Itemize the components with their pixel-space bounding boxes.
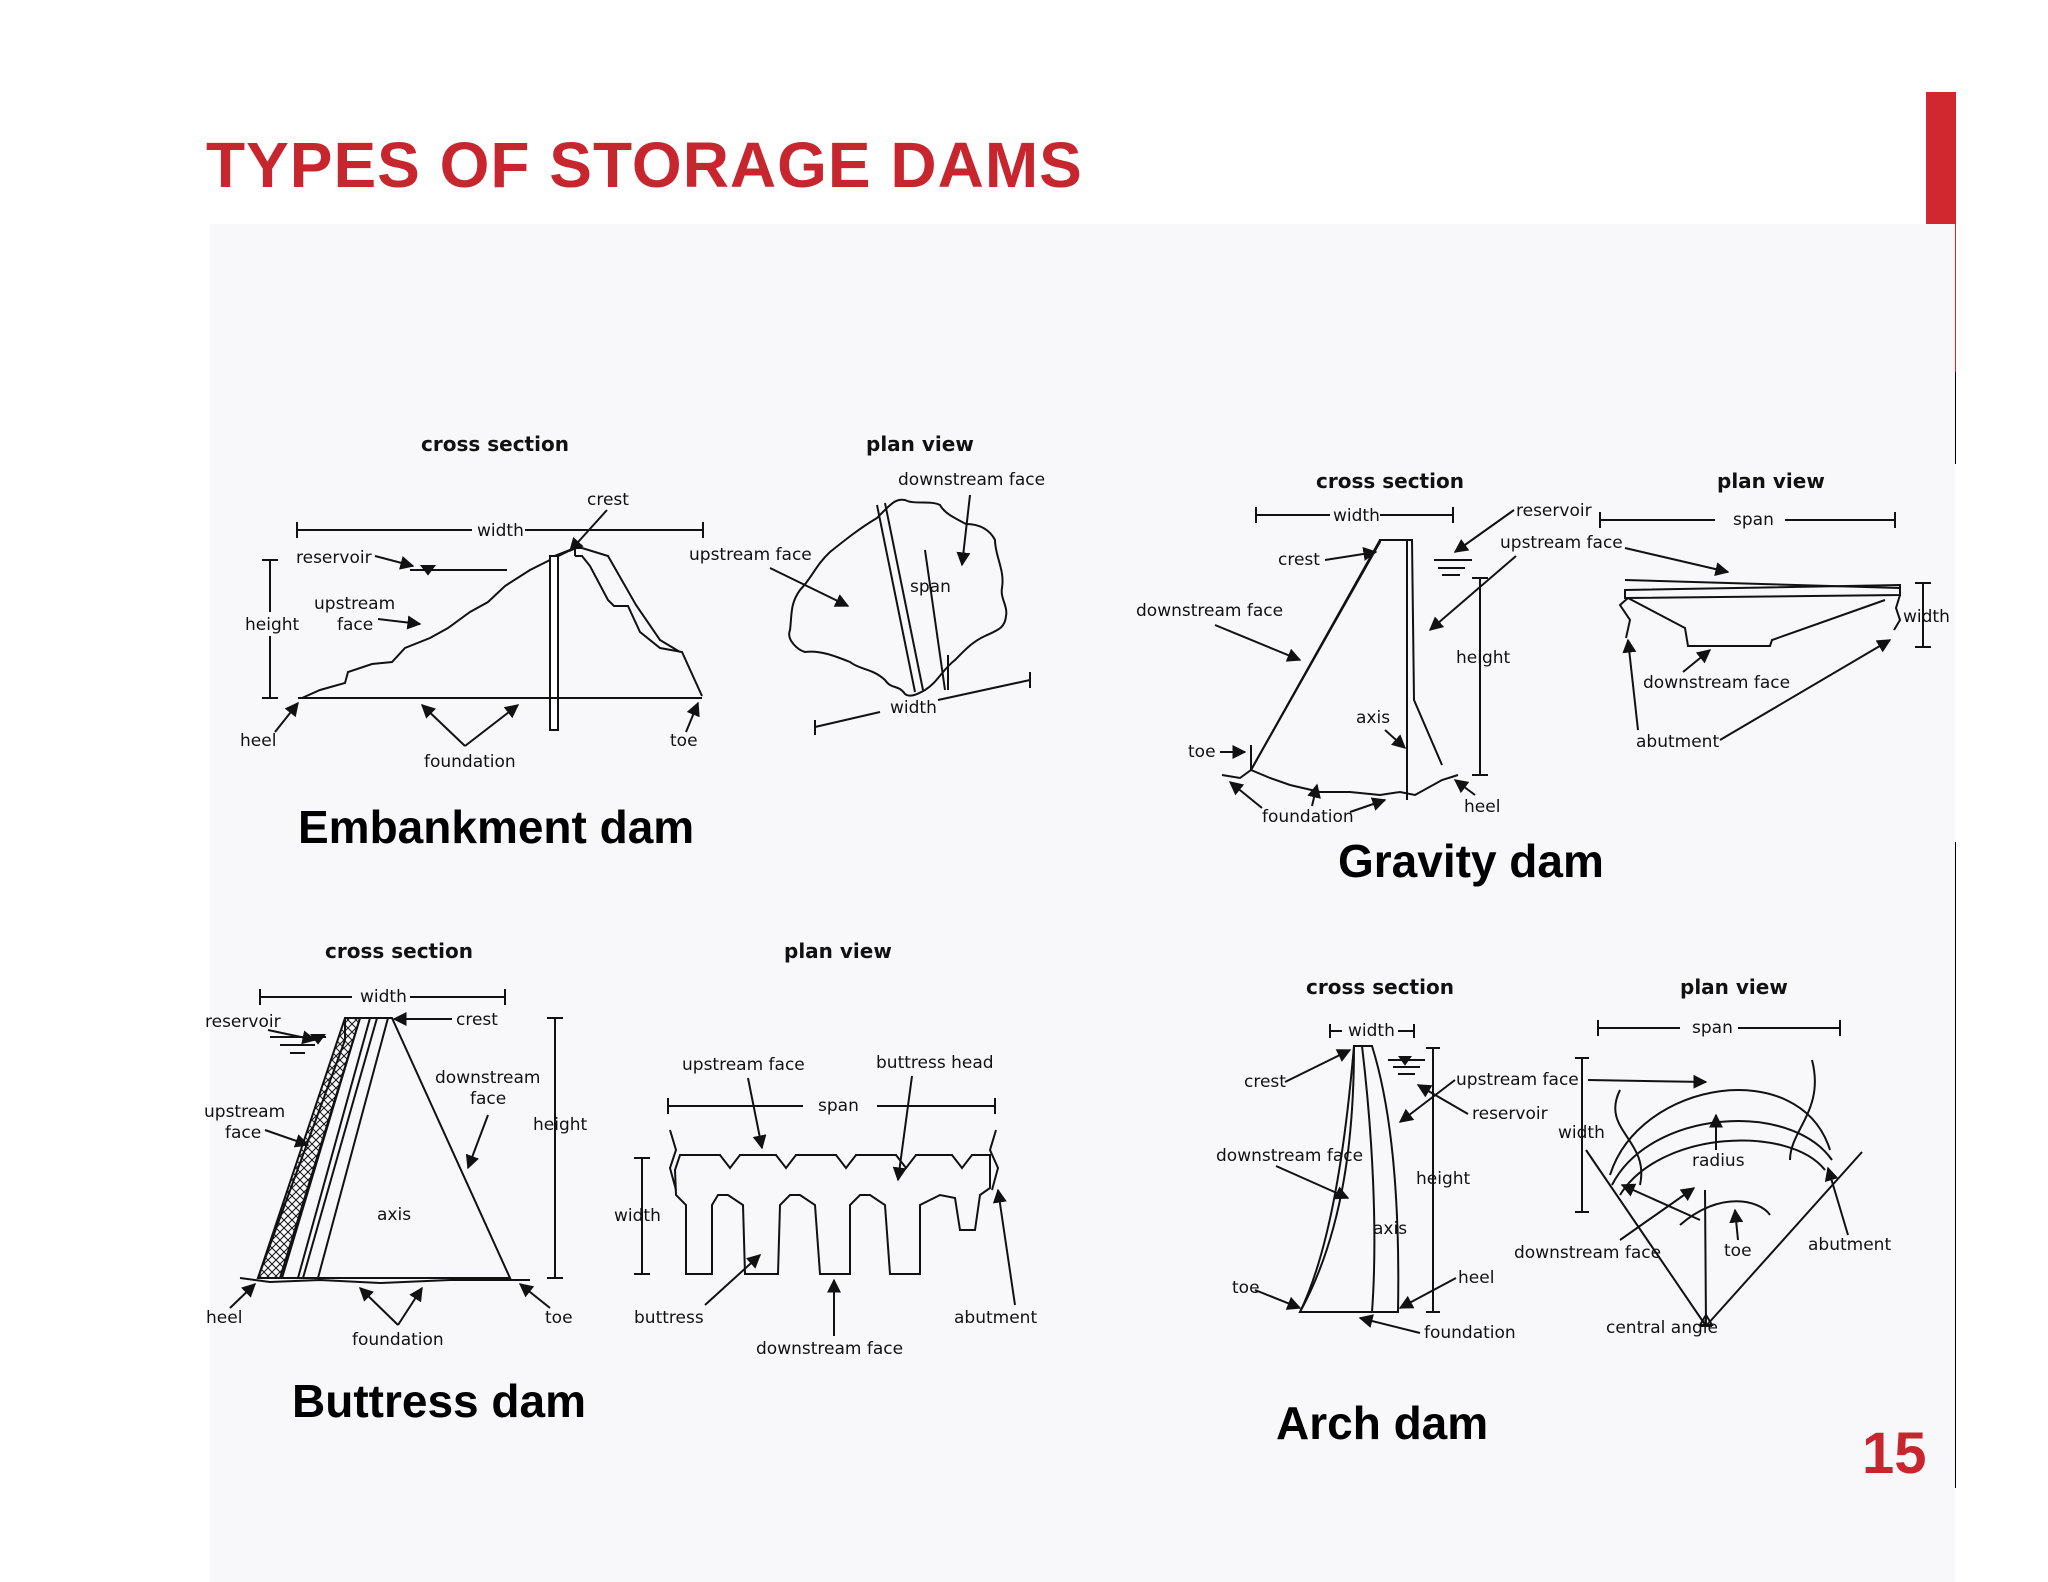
embankment-upstream-face-label-1: upstream bbox=[314, 594, 395, 614]
gravity-caption: Gravity dam bbox=[1338, 835, 1604, 887]
gravity-reservoir-label: reservoir bbox=[1516, 501, 1592, 521]
embankment-downstream-profile bbox=[575, 555, 703, 697]
arch-heel-label: heel bbox=[1458, 1268, 1494, 1288]
embankment-plan-upstream-face-label: upstream face bbox=[689, 545, 812, 565]
embankment-heel-label: heel bbox=[240, 731, 276, 751]
embankment-caption: Embankment dam bbox=[298, 801, 695, 853]
gravity-foundation-label: foundation bbox=[1262, 807, 1354, 827]
arch-dam-body bbox=[1298, 1045, 1400, 1313]
embankment-upstream-profile bbox=[301, 547, 576, 699]
gravity-plan-abutment-label: abutment bbox=[1636, 732, 1719, 752]
buttress-plan-buttress-head-label: buttress head bbox=[876, 1053, 994, 1073]
arch-plan-view-header: plan view bbox=[1680, 975, 1788, 999]
buttress-crest-label: crest bbox=[456, 1010, 498, 1030]
arch-foundation-label: foundation bbox=[1424, 1323, 1516, 1343]
embankment-reservoir-label: reservoir bbox=[296, 548, 372, 568]
embankment-plan-span-label: span bbox=[910, 577, 951, 597]
gravity-plan-width-label: width bbox=[1903, 607, 1950, 627]
arch-height-label: height bbox=[1416, 1169, 1471, 1189]
buttress-height-label: height bbox=[533, 1115, 588, 1135]
arch-upstream-face-label: upstream face bbox=[1456, 1070, 1579, 1090]
embankment-plan-view-header: plan view bbox=[866, 432, 974, 456]
arch-reservoir-label: reservoir bbox=[1472, 1104, 1548, 1124]
gravity-toe-label: toe bbox=[1188, 742, 1216, 762]
embankment-foundation-label: foundation bbox=[424, 752, 516, 772]
gravity-heel-label: heel bbox=[1464, 797, 1500, 817]
arch-plan-downstream-face-label: downstream face bbox=[1514, 1243, 1661, 1263]
gravity-plan-view-header: plan view bbox=[1717, 469, 1825, 493]
page-number: 15 bbox=[1862, 1421, 1927, 1486]
gravity-width-label: width bbox=[1333, 506, 1380, 526]
diagram-background bbox=[210, 224, 1955, 1582]
arch-caption: Arch dam bbox=[1276, 1397, 1489, 1449]
buttress-plan-width-label: width bbox=[614, 1206, 661, 1226]
buttress-dam-body bbox=[256, 1017, 512, 1279]
arch-downstream-face-label: downstream face bbox=[1216, 1146, 1363, 1166]
arch-plan-central-angle-label: central angle bbox=[1606, 1318, 1718, 1338]
embankment-toe-label: toe bbox=[670, 731, 698, 751]
arch-cross-section-header: cross section bbox=[1306, 975, 1454, 999]
gravity-crest-label: crest bbox=[1278, 550, 1320, 570]
buttress-foundation-label: foundation bbox=[352, 1330, 444, 1350]
embankment-width-label: width bbox=[477, 521, 524, 541]
arch-diagram: cross section plan view width crest upst… bbox=[1216, 975, 1891, 1343]
buttress-downstream-face-label-1: downstream bbox=[435, 1068, 540, 1088]
gravity-downstream-face-label: downstream face bbox=[1136, 601, 1283, 621]
arch-crest-label: crest bbox=[1244, 1072, 1286, 1092]
buttress-toe-label: toe bbox=[545, 1308, 573, 1328]
arch-plan-toe-label: toe bbox=[1724, 1241, 1752, 1261]
embankment-cross-section-header: cross section bbox=[421, 432, 569, 456]
embankment-upstream-face-label-2: face bbox=[337, 615, 373, 635]
buttress-upstream-face-label-2: face bbox=[225, 1123, 261, 1143]
embankment-crest-label: crest bbox=[587, 490, 629, 510]
arch-axis-label: axis bbox=[1373, 1219, 1407, 1239]
gravity-axis-label: axis bbox=[1356, 708, 1390, 728]
gravity-diagram: cross section plan view width reservoir … bbox=[1136, 469, 1950, 827]
gravity-cross-section-header: cross section bbox=[1316, 469, 1464, 493]
gravity-plan-span-label: span bbox=[1733, 510, 1774, 530]
arch-plan-radius-label: radius bbox=[1692, 1151, 1745, 1171]
buttress-plan-abutment-label: abutment bbox=[954, 1308, 1037, 1328]
embankment-plan-width-label: width bbox=[890, 698, 937, 718]
embankment-plan-outline bbox=[788, 498, 1008, 697]
slide-title: TYPES OF STORAGE DAMS bbox=[206, 129, 1083, 201]
buttress-plan-outline bbox=[673, 1154, 991, 1275]
arch-plan-span-label: span bbox=[1692, 1018, 1733, 1038]
gravity-upstream-face-label: upstream face bbox=[1500, 533, 1623, 553]
buttress-width-label: width bbox=[360, 987, 407, 1007]
buttress-plan-buttress-label: buttress bbox=[634, 1308, 704, 1328]
arch-plan-width-label: width bbox=[1558, 1123, 1605, 1143]
embankment-height-label: height bbox=[245, 615, 300, 635]
buttress-plan-downstream-face-label: downstream face bbox=[756, 1339, 903, 1359]
arch-plan-outline bbox=[1609, 1089, 1831, 1176]
buttress-heel-label: heel bbox=[206, 1308, 242, 1328]
gravity-height-label: height bbox=[1456, 648, 1511, 668]
buttress-cross-section-header: cross section bbox=[325, 939, 473, 963]
embankment-diagram: cross section plan view width height res… bbox=[240, 432, 1045, 772]
arch-plan-abutment-label: abutment bbox=[1808, 1235, 1891, 1255]
buttress-downstream-face-label-2: face bbox=[470, 1089, 506, 1109]
gravity-plan-downstream-face-label: downstream face bbox=[1643, 673, 1790, 693]
buttress-plan-view-header: plan view bbox=[784, 939, 892, 963]
buttress-plan-span-label: span bbox=[818, 1096, 859, 1116]
buttress-axis-label: axis bbox=[377, 1205, 411, 1225]
buttress-diagram: cross section plan view width reservoir … bbox=[204, 939, 1037, 1359]
buttress-plan-upstream-face-label: upstream face bbox=[682, 1055, 805, 1075]
arch-width-label: width bbox=[1348, 1021, 1395, 1041]
arch-toe-label: toe bbox=[1232, 1278, 1260, 1298]
buttress-upstream-face-label-1: upstream bbox=[204, 1102, 285, 1122]
buttress-reservoir-label: reservoir bbox=[205, 1012, 281, 1032]
embankment-plan-downstream-face-label: downstream face bbox=[898, 470, 1045, 490]
buttress-caption: Buttress dam bbox=[292, 1375, 586, 1427]
